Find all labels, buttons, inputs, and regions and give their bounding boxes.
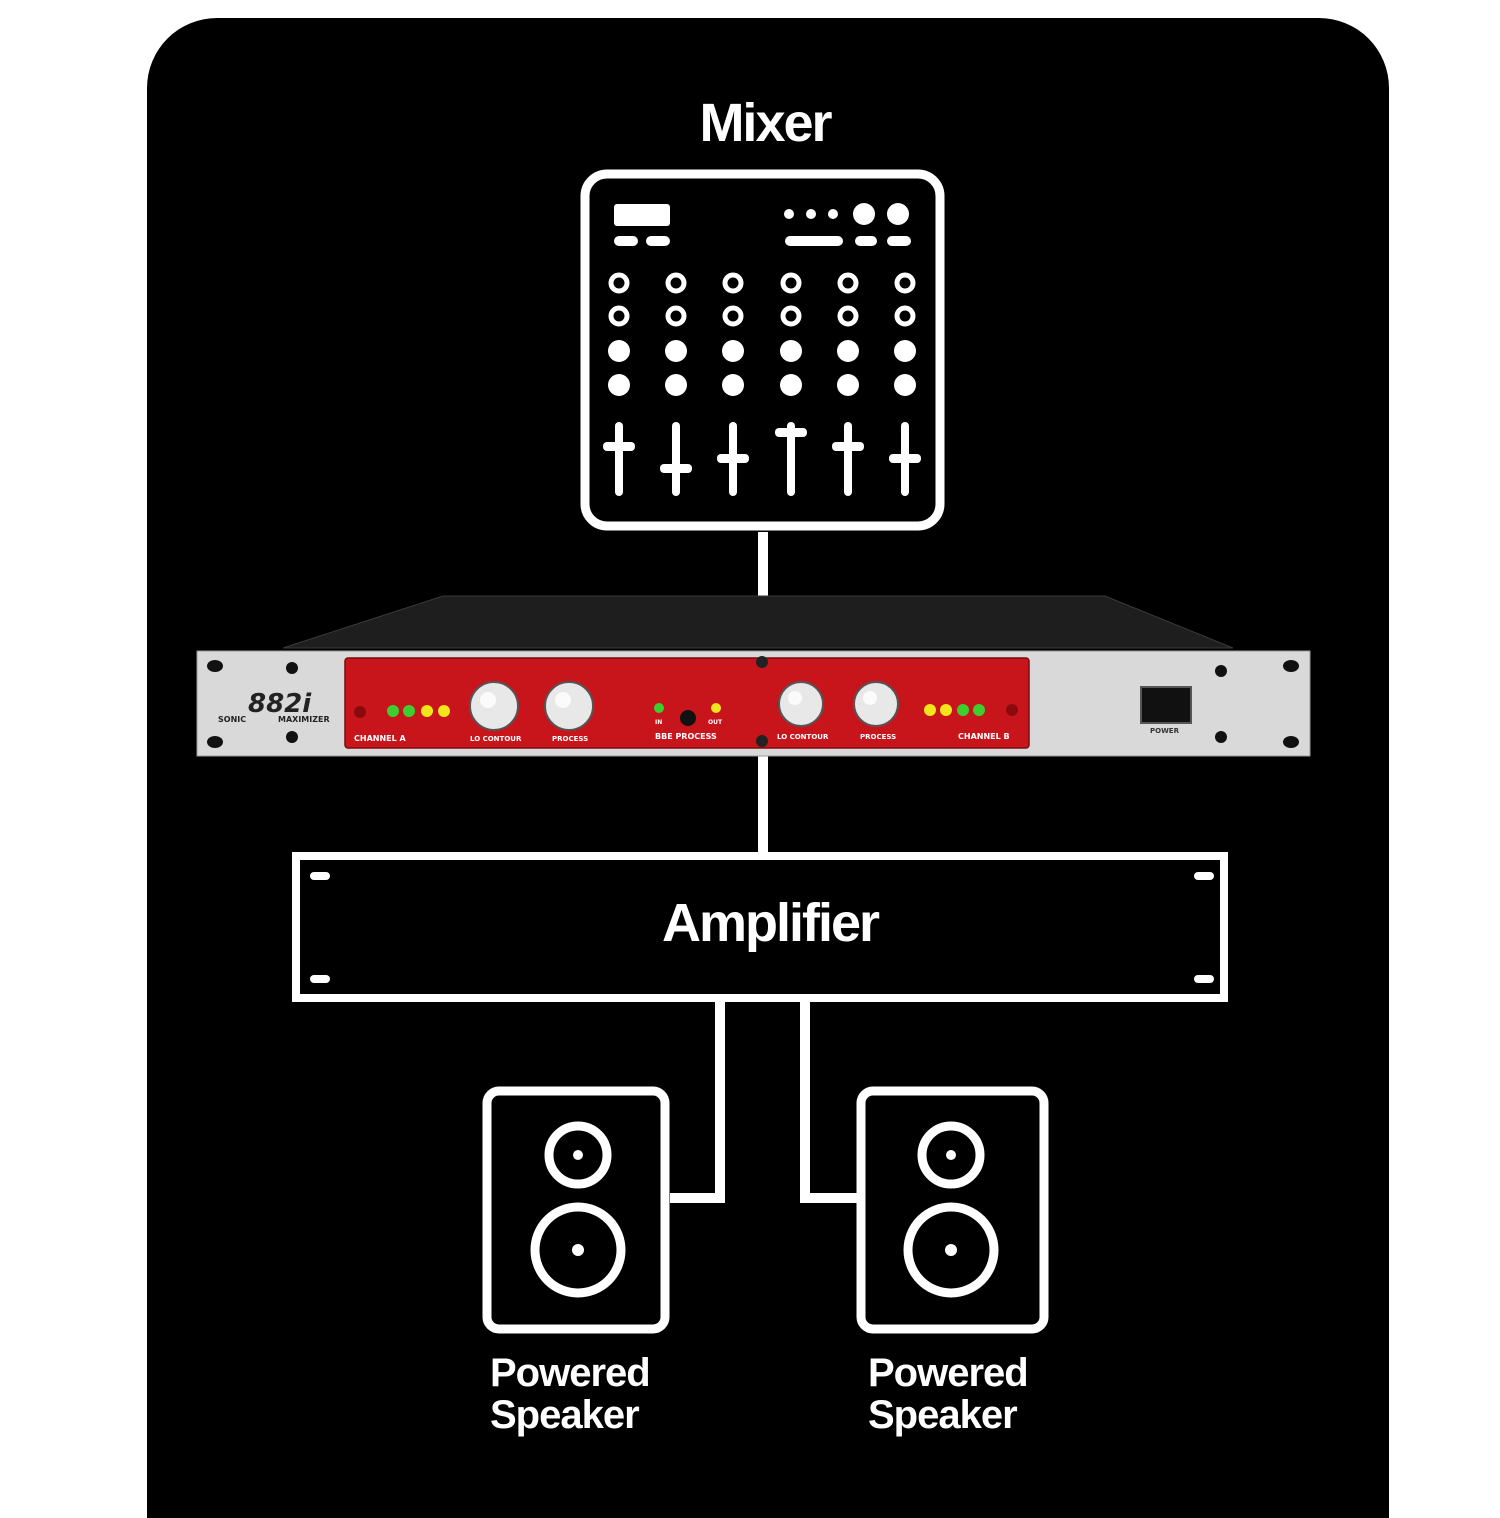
mixer-fader-cap [717,454,749,463]
speaker-left-label-line2: Speaker [490,1393,640,1437]
mixer-fader-cap [775,428,807,437]
mixer-knob-outline [894,305,916,327]
mixer-knob-solid [722,340,744,362]
channel-a-led-3 [421,705,433,717]
power-switch[interactable] [1140,686,1192,724]
speaker-right-icon [856,1086,1049,1334]
mixer-label: Mixer [699,93,832,153]
amplifier-to-right-speaker-line [800,1000,858,1203]
mixer-channel-strip [832,272,864,496]
mixer-knob-solid [665,340,687,362]
mixer-fader-cap [603,442,635,451]
mixer-fader-track [787,422,795,496]
mixer-fader-cap [832,442,864,451]
mixer-knob-outline [722,272,744,294]
channel-b-lo-contour-label: LO CONTOUR [777,733,829,741]
speaker-left-label: Powered Speaker [490,1351,651,1437]
mixer-knob-solid [837,374,859,396]
channel-a-led-4 [438,705,450,717]
mixer-knob-outline [608,272,630,294]
sonic-maximizer-unit: 882i SONIC MAXIMIZER CHANNEL A LO CONTOU… [196,595,1311,757]
mixer-channel-strip [660,272,692,496]
speaker-right-label: Powered Speaker [868,1351,1029,1437]
mixer-knob-solid [894,340,916,362]
mixer-fader-track [672,422,680,496]
speaker-right-label-line1: Powered [868,1351,1029,1395]
bbe-in-label: IN [655,719,662,726]
mixer-knob-solid [665,374,687,396]
bbe-process-label: BBE PROCESS [655,732,717,741]
mixer-knob-solid [780,340,802,362]
mixer-channel-strip [717,272,749,496]
mixer-knob-solid [780,374,802,396]
channel-b-clip-led [1006,704,1018,716]
amplifier-icon [292,852,1228,1002]
channel-b-process-knob[interactable] [853,681,899,727]
mixer-channel-strip [775,272,807,496]
unit-brand-line2: MAXIMIZER [278,715,330,724]
channel-a-lo-contour-knob[interactable] [469,681,519,731]
mixer-knob-outline [837,305,859,327]
mixer-fader-cap [889,454,921,463]
amplifier-to-left-speaker-line [670,1000,725,1203]
mixer-channel-strip [889,272,921,496]
mixer-knob-solid [722,374,744,396]
bbe-in-led [654,703,664,713]
channel-b-lo-contour-knob[interactable] [778,681,824,727]
unit-model-text: 882i [248,689,312,719]
unit-brand-line1: SONIC [218,715,246,724]
mixer-fader-cap [660,464,692,473]
mixer-knob-outline [665,305,687,327]
mixer-knob-solid [894,374,916,396]
mixer-knob-solid [608,340,630,362]
mixer-icon [580,169,945,531]
mixer-knob-outline [665,272,687,294]
channel-b-label: CHANNEL B [958,732,1010,741]
mixer-knob-outline [894,272,916,294]
mixer-knob-outline [837,272,859,294]
channel-b-led-4 [973,704,985,716]
channel-b-led-3 [957,704,969,716]
amplifier-label: Amplifier [661,893,880,953]
speaker-right-label-line2: Speaker [868,1393,1018,1437]
channel-a-led-2 [403,705,415,717]
speaker-left-label-line1: Powered [490,1351,651,1395]
bbe-process-button[interactable] [680,710,696,726]
channel-b-led-1 [924,704,936,716]
mixer-knob-solid [837,340,859,362]
speaker-left-icon [482,1086,670,1334]
channel-a-lo-contour-label: LO CONTOUR [470,735,522,743]
channel-a-process-label: PROCESS [552,735,588,743]
mixer-fader-track [615,422,623,496]
bbe-out-led [711,703,721,713]
mixer-knob-outline [780,305,802,327]
channel-a-label: CHANNEL A [354,734,406,743]
channel-a-led-1 [387,705,399,717]
mixer-knob-outline [780,272,802,294]
power-label: POWER [1150,727,1180,735]
channel-b-process-label: PROCESS [860,733,896,741]
bbe-out-label: OUT [708,719,723,726]
channel-a-process-knob[interactable] [544,681,594,731]
channel-a-clip-led [354,706,366,718]
mixer-channel-strip [603,272,635,496]
mixer-knob-outline [722,305,744,327]
mixer-fader-track [844,422,852,496]
mixer-knob-solid [608,374,630,396]
mixer-knob-outline [608,305,630,327]
channel-b-led-2 [940,704,952,716]
connection-lines [670,532,858,1203]
